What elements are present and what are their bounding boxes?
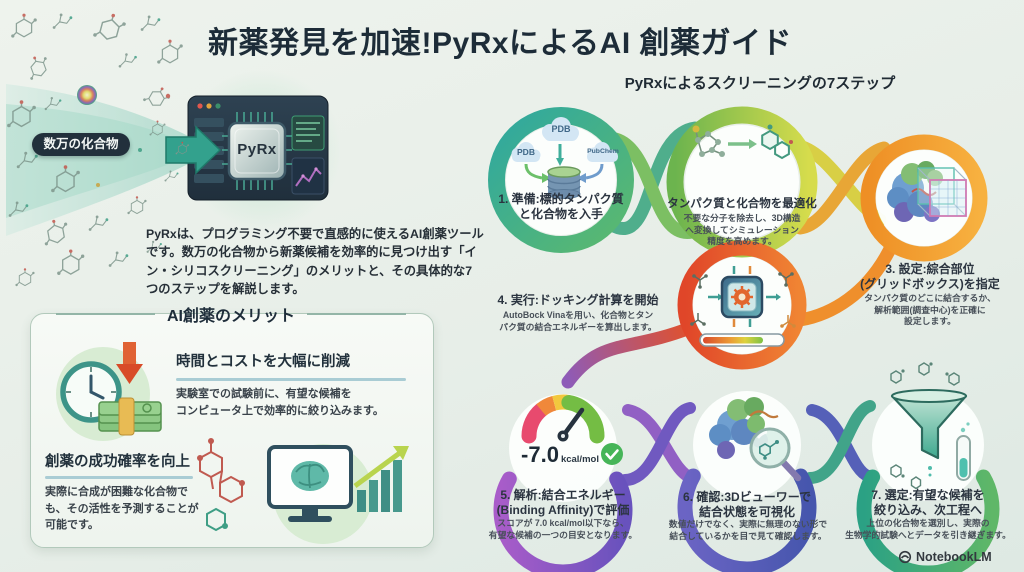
optimize-molecules-icon [692, 124, 793, 160]
success-rate-icon [197, 438, 409, 544]
merit2-divider [45, 476, 193, 479]
viewer-magnifier-icon [709, 397, 802, 482]
step1-ring [488, 107, 634, 253]
window-dot-red [197, 103, 203, 109]
merit1-body: 実験室での試験前に、有望な候補を コンピュータ上で効率的に絞り込みます。 [176, 388, 384, 417]
step-rings [488, 106, 1000, 572]
merit1-divider [176, 378, 406, 381]
step2-body: 不要な分子を除去し、3D構造 へ変換してシミュレーション 精度を高めます。 [683, 213, 801, 247]
funnel-selection-icon [890, 362, 971, 490]
step7-title: 7. 選定:有望な候補を 絞り込み、次工程へ [871, 488, 985, 518]
gauge-readout: -7.0 kcal/mol [502, 442, 618, 468]
input-arrow-icon [165, 125, 222, 175]
merit2-body: 実際に合成が困難な化合物で も、その活性を予測することが 可能です。 [45, 486, 199, 531]
notebooklm-label: NotebookLM [916, 550, 992, 564]
step6-ring [677, 468, 817, 572]
merit-heading: AI創薬のメリット [167, 308, 296, 325]
gauge-unit: kcal/mol [560, 454, 599, 465]
pyrx-chip [227, 121, 287, 181]
step6-body: 数値だけでなく、実際に無理のない形で 結合しているかを目で見て確認します。 [668, 519, 828, 541]
step2-title: タンパク質と化合物を最適化 [667, 198, 817, 210]
step3-ring [860, 134, 988, 262]
gauge-value: -7.0 [521, 442, 559, 467]
step3-body: タンパク質のどこに結合するか、 解析範囲(調査中心)を正確に 設定します。 [864, 293, 996, 327]
pyrx-app-name: PyRx [237, 141, 277, 158]
merit2-title: 創薬の成功確率を向上 [45, 454, 190, 470]
molecule-field [6, 9, 184, 287]
gridbox-protein-icon [887, 161, 967, 222]
window-right-panels [291, 115, 325, 195]
data-sources-icon [511, 117, 618, 199]
merit-heading-row: AI創薬のメリット [56, 303, 407, 325]
molecule-icon [199, 442, 243, 504]
time-cost-icon [56, 342, 162, 441]
compounds-count-badge: 数万の化合物 [32, 133, 130, 156]
step3-title: 3. 設定:綜合部位 (グリッドボックス)を指定 [860, 262, 1000, 292]
step4-body: AutoBock Vinaを用い、化合物とタン パク質の結合エネルギーを算出しま… [499, 310, 657, 332]
step5-body: スコアが 7.0 kcal/mol以下なら、 有望な候補の一つの目安となります。 [488, 518, 638, 540]
merit-icons [56, 342, 409, 544]
binding-energy-gauge-icon [521, 394, 623, 465]
progress-bar-fill [703, 337, 763, 344]
growth-chart-icon [353, 446, 409, 512]
left-illustration [6, 9, 342, 287]
database-icon [547, 166, 581, 199]
pdb-cloud-label: PDB [517, 147, 535, 157]
check-icon [601, 443, 623, 465]
docking-compute-icon [690, 266, 796, 347]
merits-card: 時間とコストを大幅に削減 実験室での試験前に、有望な候補を コンピュータ上で効率… [30, 313, 434, 548]
money-stack-icon [98, 397, 162, 436]
pdb-cloud-label: PDB [551, 124, 571, 134]
step7-ring [856, 469, 1000, 572]
step5-title: 5. 解析:結合エネルギー (Binding Affinity)で評価 [496, 488, 630, 518]
step6-title: 6. 確認:3Dビューワーで 結合状態を可視化 [683, 490, 811, 520]
intro-paragraph: PyRxは、プログラミング不要で直感的に使えるAI創薬ツールです。数万の化合物か… [146, 227, 484, 297]
steps-heading: PyRxによるスクリーニングの7ステップ [624, 75, 896, 92]
window-dot-yellow [206, 103, 212, 109]
notebooklm-brand: NotebookLM [898, 550, 992, 564]
divider [56, 313, 155, 315]
merit1-title: 時間とコストを大幅に削減 [176, 354, 350, 370]
window-dot-green [215, 103, 221, 109]
notebooklm-icon [898, 550, 912, 564]
step4-title: 4. 実行:ドッキング計算を開始 [497, 293, 659, 307]
rainbow-sphere-icon [77, 85, 97, 105]
step1-title: 1. 準備:標的タンパク質 と化合物を入手 [498, 192, 624, 222]
seven-step-ribbon-diagram [488, 106, 1000, 572]
divider [307, 313, 407, 315]
pubchem-cloud-label: PubChem [587, 148, 619, 155]
monitor-brain-icon [267, 445, 353, 522]
circuit-traces [222, 112, 292, 190]
step7-body: 上位の化合物を選別し、実際の 生物学的試験へとデータを引き継ぎます。 [845, 518, 1011, 540]
page-title: 新薬発見を加速!PyRxによるAI 創薬ガイド [208, 27, 792, 60]
step4-ring [677, 240, 807, 370]
